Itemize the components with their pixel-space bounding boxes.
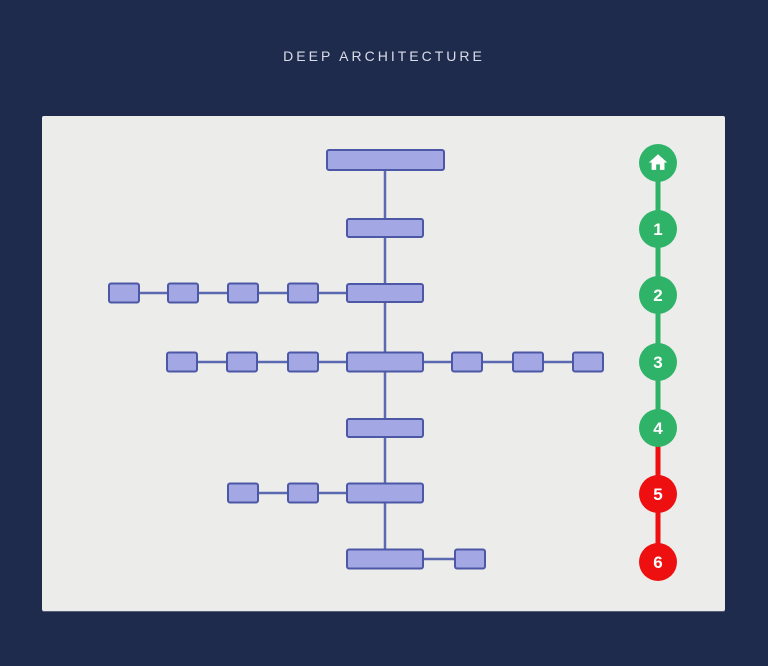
diagram-node [451, 351, 483, 373]
row-1 [346, 218, 424, 238]
diagram-node [287, 482, 319, 504]
step-circle[interactable] [639, 475, 677, 513]
step-label: 2 [653, 286, 662, 305]
architecture-diagram: 1 2 3 4 5 6 [108, 144, 677, 581]
step-4[interactable]: 4 [639, 409, 677, 447]
row-home [326, 149, 445, 171]
diagram-node [108, 282, 140, 304]
diagram-node-center [346, 218, 424, 238]
step-5[interactable]: 5 [639, 475, 677, 513]
diagram-node [167, 282, 199, 304]
diagram-node-center [346, 351, 424, 373]
step-circle[interactable] [639, 210, 677, 248]
row-5 [227, 482, 424, 504]
row-6 [346, 548, 486, 570]
step-label: 1 [653, 220, 662, 239]
diagram-node [454, 548, 486, 570]
step-circle[interactable] [639, 276, 677, 314]
page-title: DEEP ARCHITECTURE [283, 48, 485, 64]
diagram-node-center [326, 149, 445, 171]
step-circle[interactable] [639, 343, 677, 381]
step-label: 5 [653, 485, 662, 504]
row-2 [108, 282, 424, 304]
diagram-panel: 1 2 3 4 5 6 [42, 116, 725, 611]
diagram-node [166, 351, 198, 373]
diagram-node-center [346, 283, 424, 303]
step-label: 4 [653, 419, 663, 438]
diagram-node-center [346, 548, 424, 570]
step-label: 6 [653, 553, 662, 572]
diagram-node [287, 351, 319, 373]
step-circle[interactable] [639, 543, 677, 581]
home-icon [648, 154, 668, 170]
diagram-node-center [346, 418, 424, 438]
diagram-node [227, 282, 259, 304]
step-6[interactable]: 6 [639, 543, 677, 581]
step-label: 3 [653, 353, 662, 372]
step-2[interactable]: 2 [639, 276, 677, 314]
diagram-node-center [346, 482, 424, 504]
step-3[interactable]: 3 [639, 343, 677, 381]
row-4 [346, 418, 424, 438]
diagram-node [512, 351, 544, 373]
diagram-node [226, 351, 258, 373]
diagram-node [287, 282, 319, 304]
diagram-node [572, 351, 604, 373]
step-home[interactable] [639, 144, 677, 182]
step-circle[interactable] [639, 409, 677, 447]
diagram-node [227, 482, 259, 504]
step-1[interactable]: 1 [639, 210, 677, 248]
row-3 [166, 351, 604, 373]
